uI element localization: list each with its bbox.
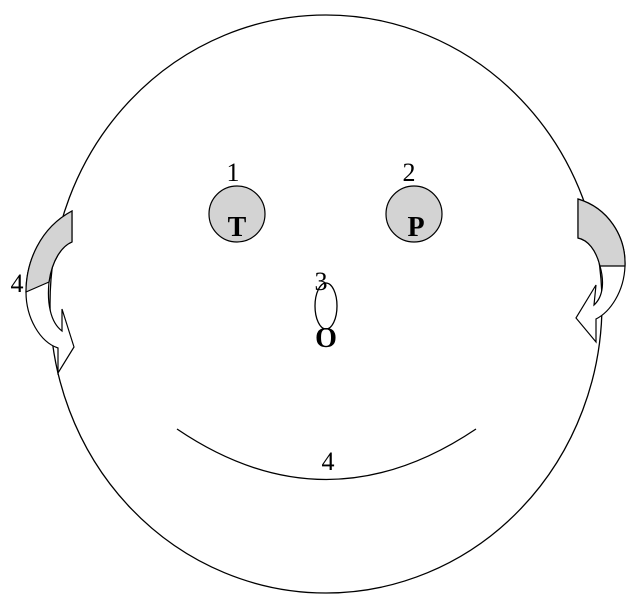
right-ear-shade xyxy=(578,199,625,266)
left-ear-number: 4 xyxy=(11,269,24,298)
mouth-number: 4 xyxy=(322,447,335,476)
right-eye-letter: P xyxy=(407,212,424,243)
nose-letter: O xyxy=(315,323,337,354)
right-eye-number: 2 xyxy=(403,158,416,187)
nose-number: 3 xyxy=(315,267,328,296)
left-eye-letter: T xyxy=(228,212,247,243)
head-outline xyxy=(50,15,602,593)
left-eye-number: 1 xyxy=(227,158,240,187)
left-ear-shade xyxy=(26,211,72,292)
